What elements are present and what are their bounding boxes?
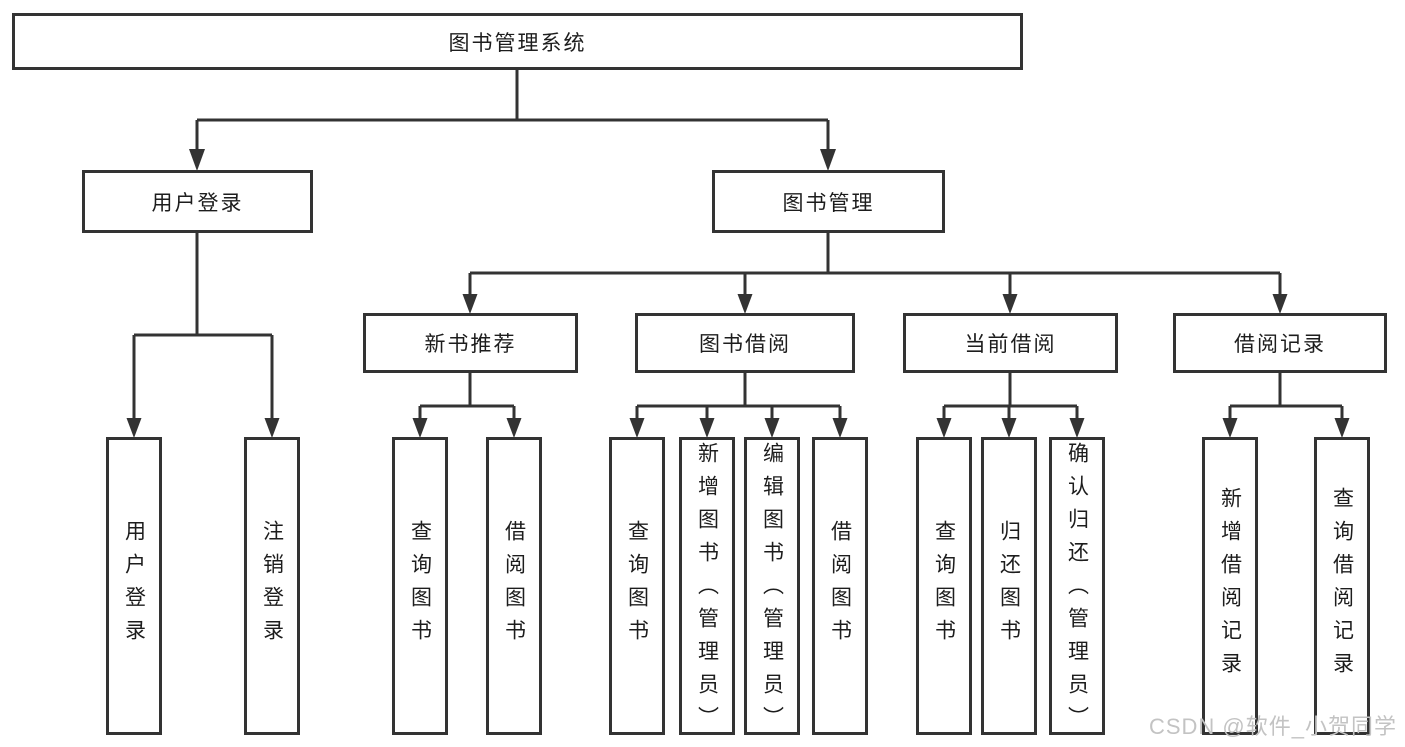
node-new-book-recommend-label: 新书推荐 [424,333,517,356]
csdn-watermark: CSDN @软件_小贺同学 [1148,714,1397,739]
leaf-add-book-admin-label: 新增图书（管理员） [695,442,719,739]
leaf-borrow-book: 借阅图书 [812,437,868,735]
leaf-query-book-borrow-label: 查询图书 [625,520,649,652]
node-root-system-label: 图书管理系统 [448,31,587,55]
leaf-query-book-recommend: 查询图书 [392,437,448,735]
arrowheads [126,149,1350,438]
leaf-query-book-recommend-label: 查询图书 [408,520,432,652]
leaf-query-borrow-record: 查询借阅记录 [1314,437,1370,735]
node-book-management-label: 图书管理 [782,191,875,215]
node-current-borrow-label: 当前借阅 [964,333,1057,356]
node-current-borrow: 当前借阅 [903,313,1118,373]
leaf-return-book-label: 归还图书 [997,520,1021,652]
leaf-confirm-return-admin-label: 确认归还（管理员） [1065,442,1089,739]
node-new-book-recommend: 新书推荐 [363,313,578,373]
leaf-borrow-book-label: 借阅图书 [828,520,852,652]
node-borrow-records-label: 借阅记录 [1234,333,1326,356]
node-user-login-label: 用户登录 [151,191,244,215]
leaf-add-borrow-record: 新增借阅记录 [1202,437,1258,735]
leaf-confirm-return-admin: 确认归还（管理员） [1049,437,1105,739]
leaf-query-book-current: 查询图书 [916,437,972,735]
node-book-borrow: 图书借阅 [635,313,855,373]
leaf-return-book: 归还图书 [981,437,1037,735]
node-borrow-records: 借阅记录 [1173,313,1387,373]
leaf-borrow-book-recommend-label: 借阅图书 [502,520,526,652]
node-user-login: 用户登录 [82,170,313,233]
leaf-query-book-current-label: 查询图书 [932,520,956,652]
leaf-user-login-label: 用户登录 [122,520,146,652]
leaf-add-borrow-record-label: 新增借阅记录 [1218,487,1242,685]
leaf-query-book-borrow: 查询图书 [609,437,665,735]
node-root-system: 图书管理系统 [12,13,1023,70]
leaf-borrow-book-recommend: 借阅图书 [486,437,542,735]
leaf-add-book-admin: 新增图书（管理员） [679,437,735,739]
leaf-query-borrow-record-label: 查询借阅记录 [1330,487,1354,685]
leaf-user-login: 用户登录 [106,437,162,735]
leaf-logout-login-label: 注销登录 [260,520,284,652]
leaf-logout-login: 注销登录 [244,437,300,735]
node-book-management: 图书管理 [712,170,945,233]
leaf-edit-book-admin-label: 编辑图书（管理员） [760,442,784,739]
node-book-borrow-label: 图书借阅 [699,333,791,356]
leaf-edit-book-admin: 编辑图书（管理员） [744,437,800,739]
